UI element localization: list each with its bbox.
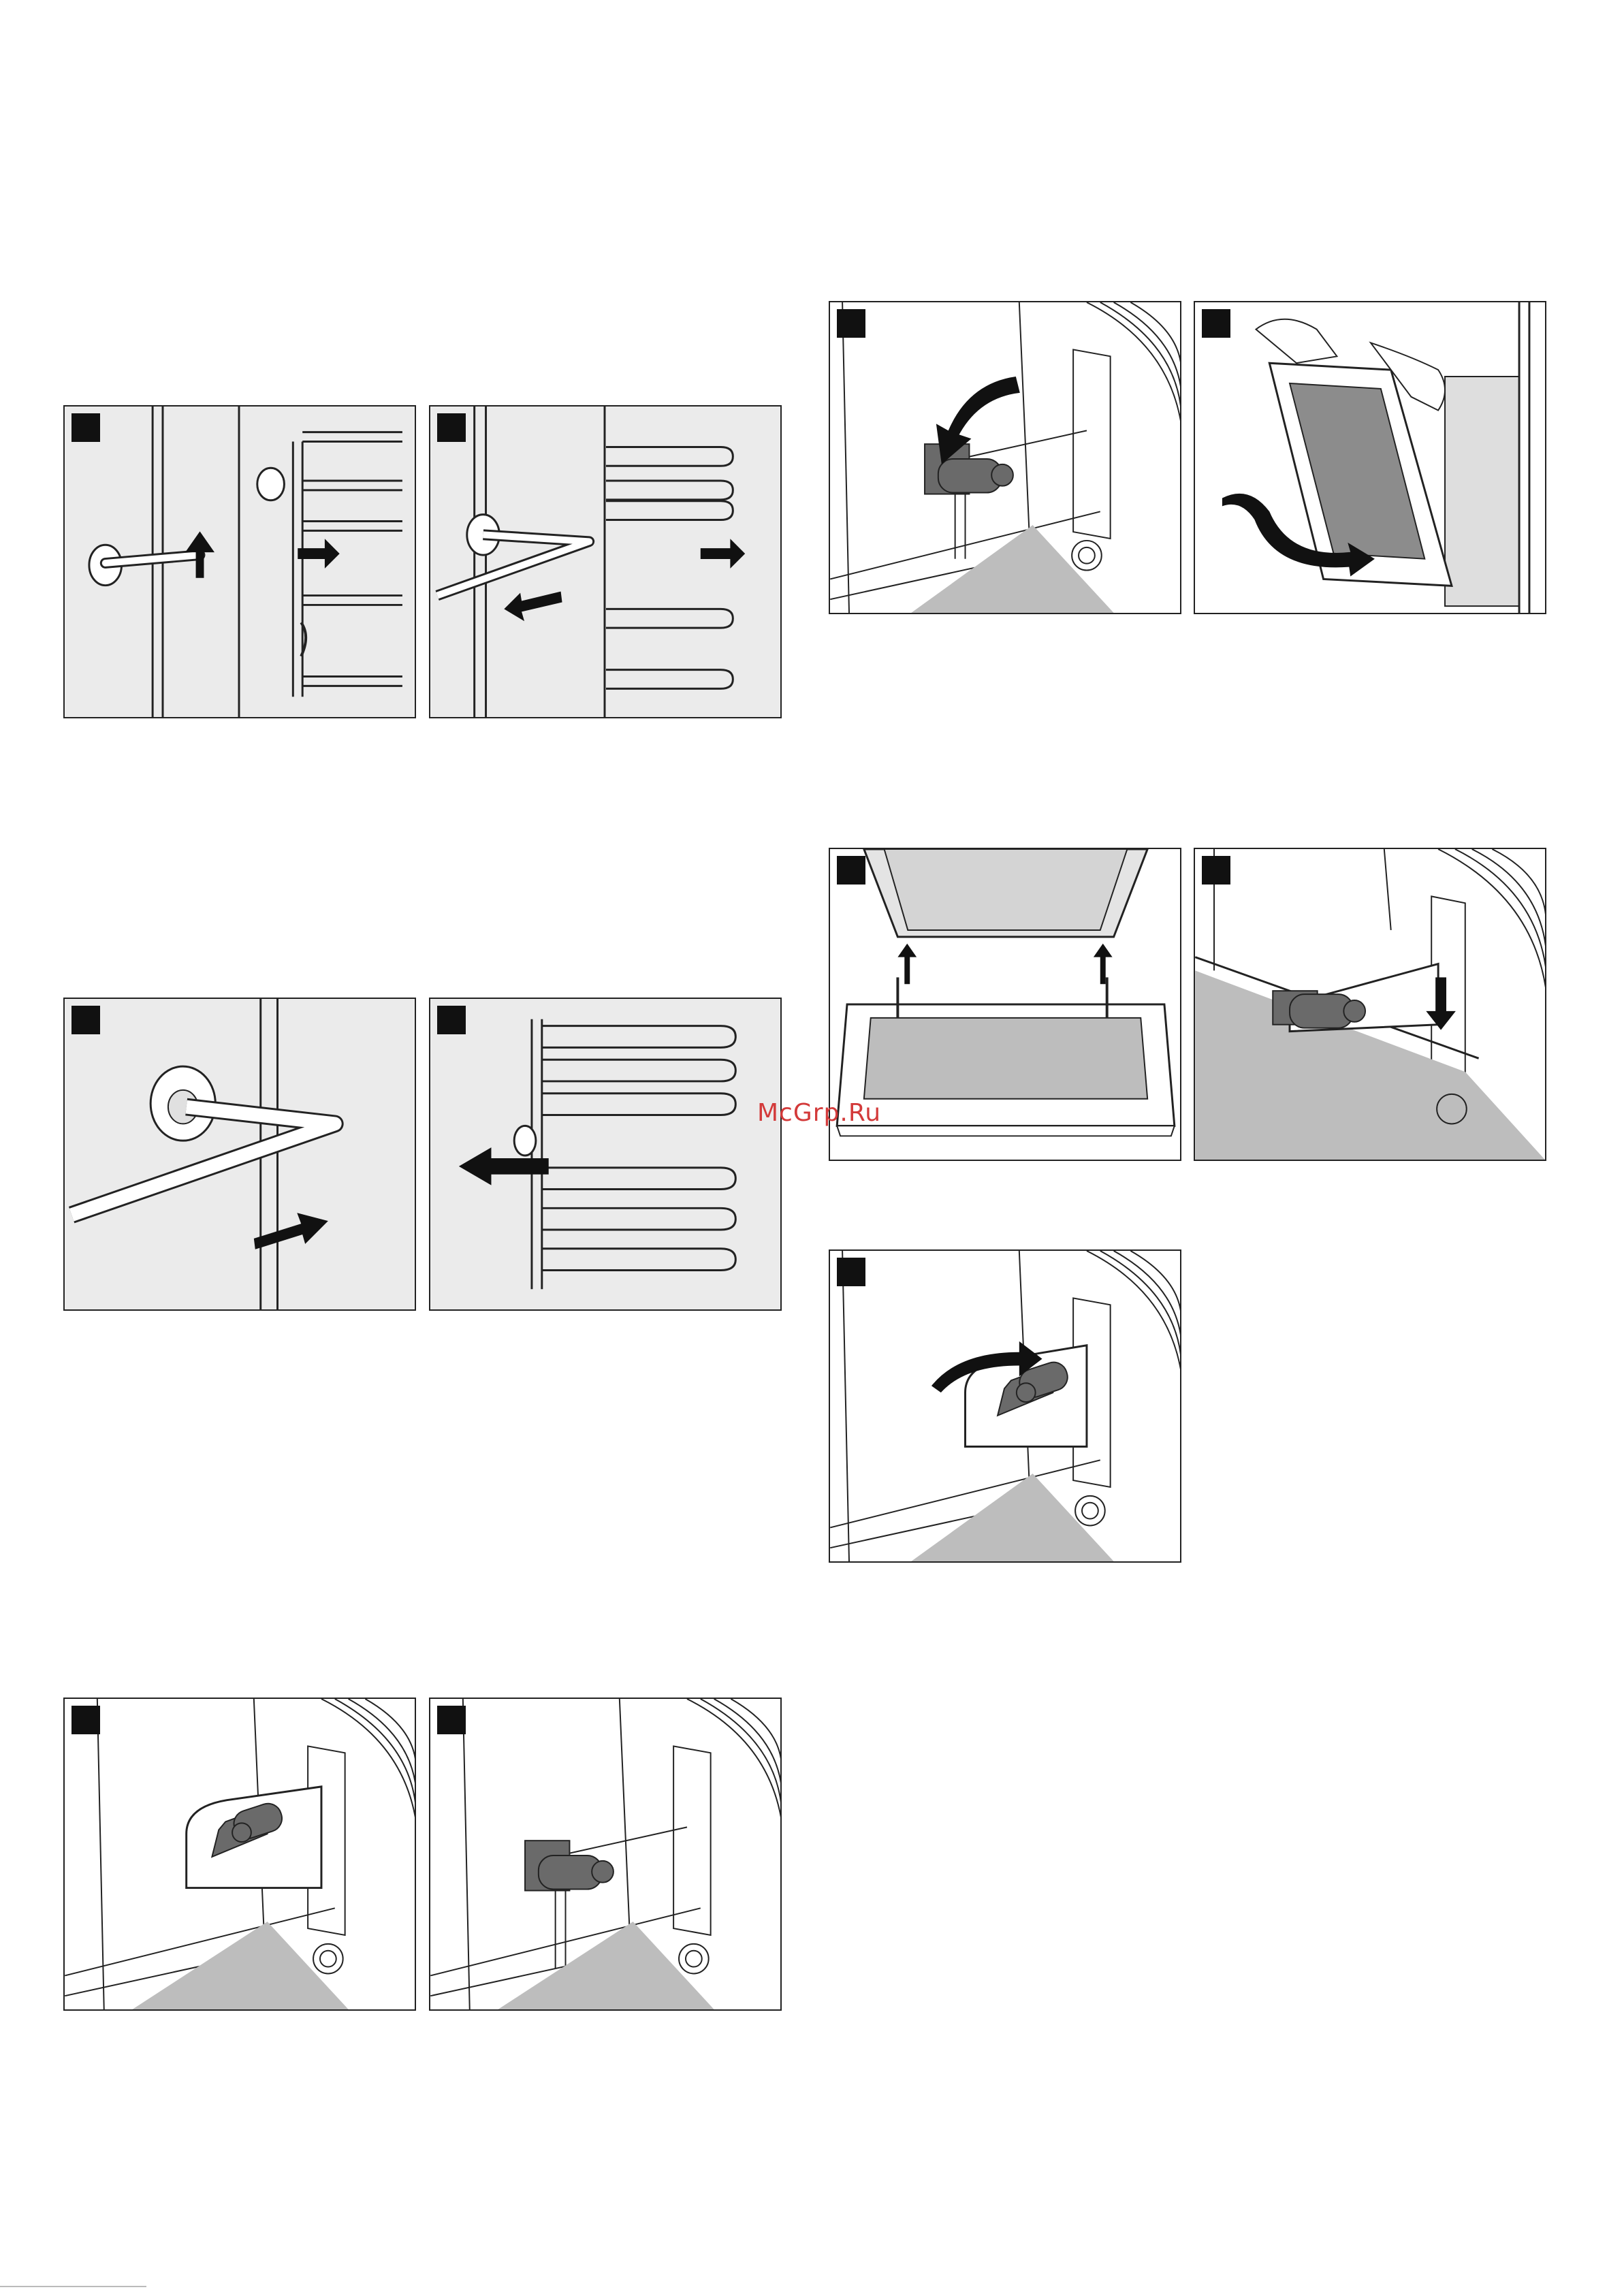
figure-rack-insert: [63, 998, 416, 1311]
figure-door-lift-off: [1194, 301, 1546, 614]
figure-rack-unhook-up: [63, 405, 416, 718]
step-badge: [837, 856, 865, 885]
rack-fit-illustration: [430, 999, 780, 1309]
step-badge: [1202, 309, 1230, 338]
figure-hinge-lever-close: [829, 1249, 1181, 1563]
step-badge: [837, 1258, 865, 1286]
step-badge: [71, 1006, 100, 1034]
figure-hinge-lever-closed: [63, 1698, 416, 2011]
figure-rack-fit: [429, 998, 782, 1311]
door-lift-off-illustration: [1195, 302, 1545, 613]
step-badge: [437, 1006, 466, 1034]
hinge-lever-insert-illustration: [1195, 849, 1545, 1160]
rack-insert-illustration: [65, 999, 415, 1309]
rack-unhook-illustration: [65, 407, 415, 717]
figure-hinge-lever-fold: [829, 301, 1181, 614]
footer-rule: [0, 2286, 146, 2287]
hinge-lever-fold-illustration: [830, 302, 1180, 613]
figure-hinge-lever-open: [429, 1698, 782, 2011]
hinge-lever-closed-illustration: [65, 1699, 415, 2009]
step-badge: [1202, 856, 1230, 885]
figure-rack-pull-out: [429, 405, 782, 718]
watermark-text: McGrp.Ru: [757, 1099, 881, 1127]
step-badge: [437, 1706, 466, 1734]
step-badge: [71, 413, 100, 442]
step-badge: [837, 309, 865, 338]
hinge-lever-close-illustration: [830, 1251, 1180, 1561]
step-badge: [71, 1706, 100, 1734]
hinge-lever-open-illustration: [430, 1699, 780, 2009]
step-badge: [437, 413, 466, 442]
figure-door-refit: [829, 848, 1181, 1161]
rack-pull-out-illustration: [430, 407, 780, 717]
figure-hinge-lever-insert: [1194, 848, 1546, 1161]
door-refit-illustration: [830, 849, 1180, 1160]
